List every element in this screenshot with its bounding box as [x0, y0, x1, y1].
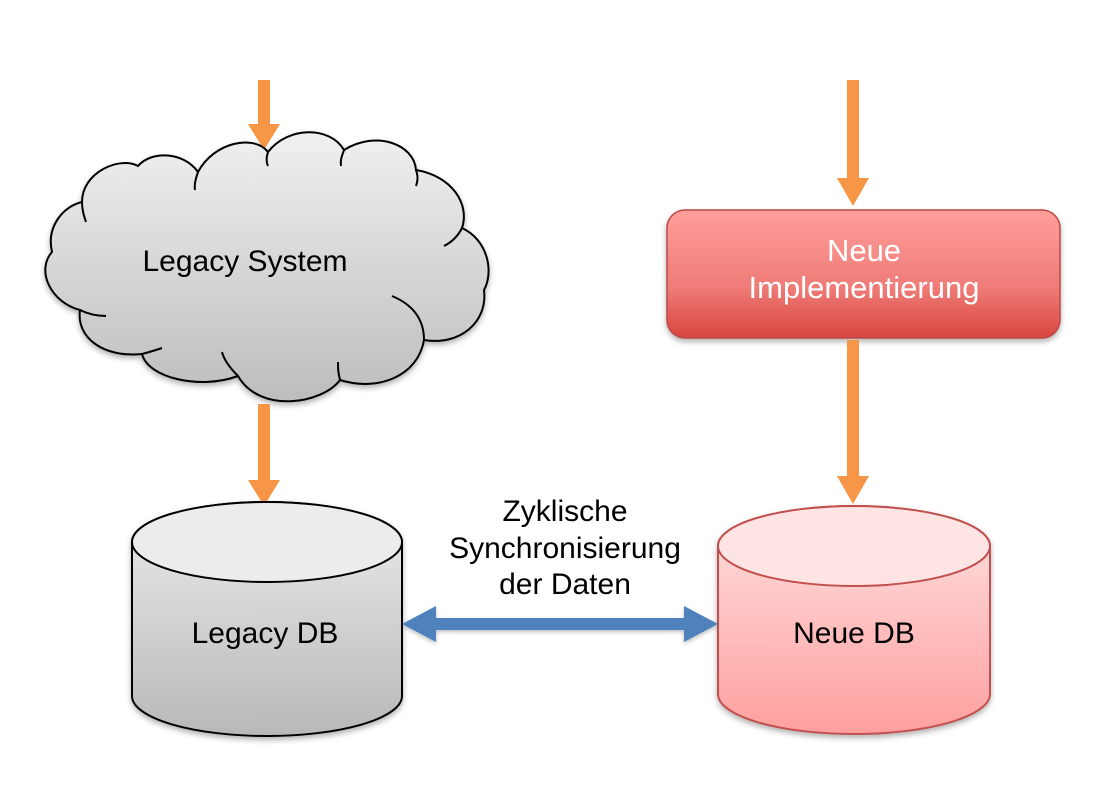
sync-arrow [402, 606, 718, 642]
neue-db-label: Neue DB [793, 617, 915, 650]
neue-implementierung-line1: Neue [826, 233, 902, 268]
legacy-system-label: Legacy System [142, 245, 348, 278]
sync-label-line3: der Daten [499, 568, 631, 602]
arrow-neue-implementierung-to-neue-db [837, 340, 869, 504]
sync-label-line2: Synchronisierung [449, 531, 681, 565]
neue-implementierung-line2: Implementierung [748, 270, 980, 306]
neue-db-cylinder [717, 505, 991, 735]
legacy-db-label: Legacy DB [191, 617, 339, 650]
arrow-into-neue-implementierung [837, 80, 869, 206]
neue-implementierung-label: Neue Implementierung [668, 232, 1060, 306]
arrow-into-legacy-system [248, 80, 280, 150]
neue-implementierung-box [666, 209, 1061, 339]
arrow-legacy-system-to-legacy-db [248, 404, 280, 506]
legacy-db-cylinder [131, 501, 403, 737]
sync-label-line1: Zyklische [502, 495, 628, 528]
sync-label: Zyklische Synchronisierung der Daten [410, 494, 720, 604]
legacy-system-cloud [44, 131, 490, 403]
